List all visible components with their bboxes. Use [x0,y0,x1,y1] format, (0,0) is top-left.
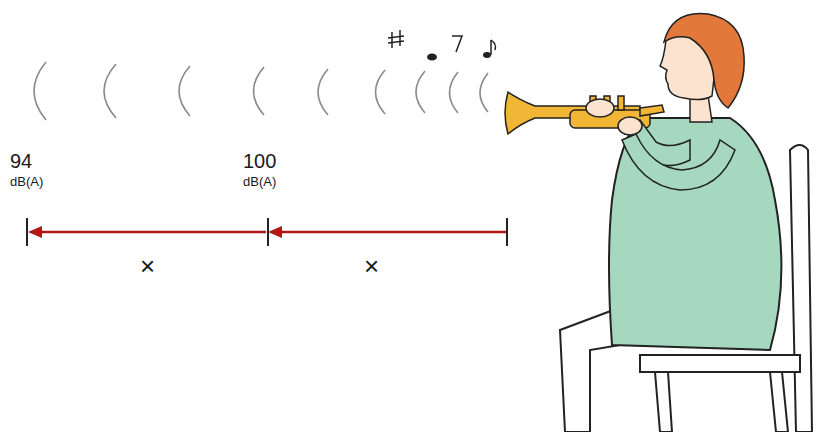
distance-symbol: × [140,252,155,281]
level-unit: dB(A) [10,175,43,189]
level-value: 100 [243,150,276,172]
level-unit: dB(A) [243,175,276,189]
sound-waves [34,62,488,120]
tick-marks [27,218,507,246]
level-value: 94 [10,150,32,172]
music-notes [388,30,496,61]
hair [664,14,744,108]
trumpet [505,92,664,134]
dress [609,118,781,350]
distance-symbol: × [364,252,379,281]
arms [586,99,735,190]
